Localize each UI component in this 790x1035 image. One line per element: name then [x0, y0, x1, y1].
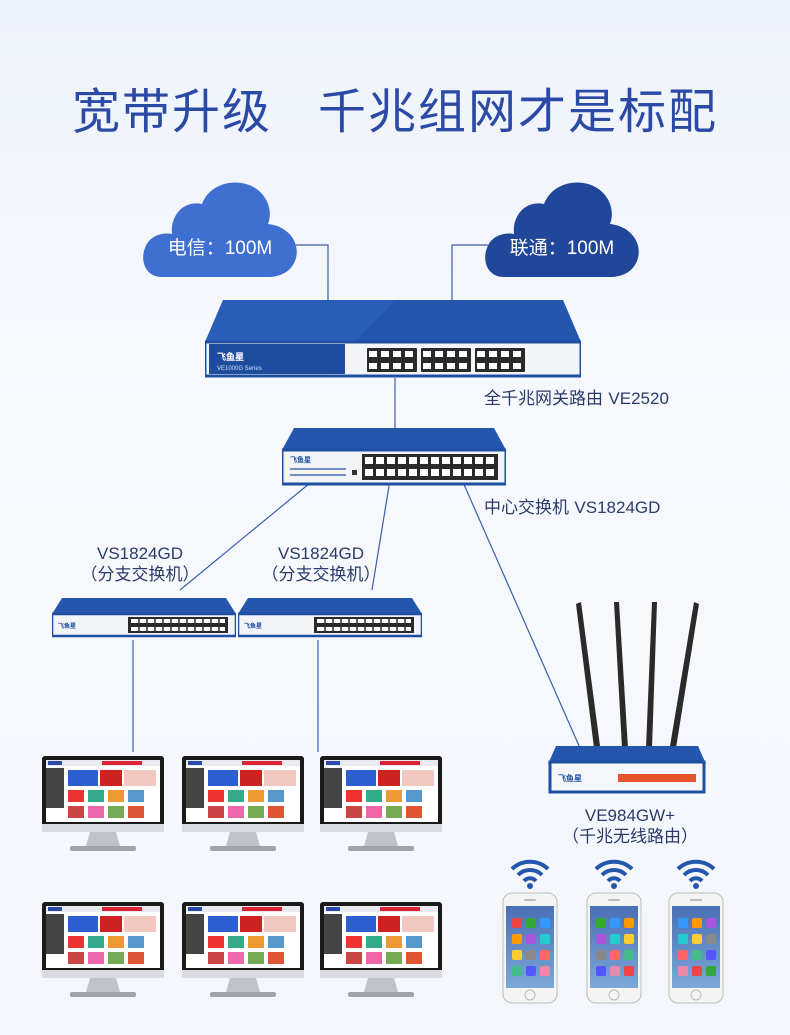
core-switch-label: 中心交换机 VS1824GD [484, 493, 660, 518]
monitor-icon [318, 754, 444, 858]
cloud-label-unicom: 联通：100M [509, 238, 615, 259]
router-series: VE1000G Series [217, 366, 262, 372]
branch-switch-1-desc: （分支交换机） [80, 565, 200, 584]
core-switch-device: 飞鱼星 [282, 428, 506, 486]
wifi-router-model: VE984GW+ [584, 806, 676, 825]
wifi-icon [594, 858, 634, 894]
monitor-icon [180, 754, 306, 858]
branch-switch-2-brand: 飞鱼星 [244, 622, 262, 630]
cloud-icon-telecom [143, 182, 297, 277]
core-switch-brand: 飞鱼星 [290, 455, 311, 464]
gateway-router-device: 飞鱼星 VE1000G Series [205, 300, 581, 378]
core-switch-model: VS1824GD [574, 498, 661, 517]
wifi-router-brand: 飞鱼星 [558, 773, 582, 783]
branch-switch-1-model: VS1824GD [97, 544, 183, 563]
branch-switch-2-device: 飞鱼星 [238, 598, 422, 638]
branch-switch-2-label: VS1824GD （分支交换机） [258, 543, 384, 585]
phone-icon [668, 892, 724, 1008]
branch-switch-1-label: VS1824GD （分支交换机） [80, 543, 200, 585]
branch-switch-2-desc: （分支交换机） [261, 565, 381, 584]
monitor-icon [180, 900, 306, 1004]
router-brand: 飞鱼星 [217, 351, 244, 362]
wifi-router-device: 飞鱼星 [548, 602, 706, 794]
wifi-router-desc: （千兆无线路由） [562, 827, 698, 846]
monitor-icon [318, 900, 444, 1004]
phone-icon [586, 892, 642, 1008]
monitor-icon [40, 754, 166, 858]
title-part-1: 宽带升级 [71, 84, 272, 140]
wifi-icon [676, 858, 716, 894]
title-part-2: 千兆组网才是标配 [318, 84, 719, 140]
phone-icon [502, 892, 558, 1008]
router-label: 全千兆网关路由 VE2520 [484, 384, 669, 409]
wifi-icon [510, 858, 550, 894]
cloud-label-telecom: 电信：100M [167, 238, 273, 259]
page-title: 宽带升级千兆组网才是标配 [0, 72, 790, 142]
core-switch-name: 中心交换机 [484, 498, 569, 518]
branch-switch-1-brand: 飞鱼星 [58, 622, 76, 630]
monitor-icon [40, 900, 166, 1004]
wifi-router-label: VE984GW+ （千兆无线路由） [560, 805, 700, 847]
branch-switch-2-model: VS1824GD [278, 544, 364, 563]
cloud-icon-unicom [485, 182, 639, 277]
router-model: VE2520 [608, 389, 669, 408]
antenna-icon [576, 602, 600, 748]
branch-switch-1-device: 飞鱼星 [52, 598, 236, 638]
router-name: 全千兆网关路由 [484, 389, 603, 409]
